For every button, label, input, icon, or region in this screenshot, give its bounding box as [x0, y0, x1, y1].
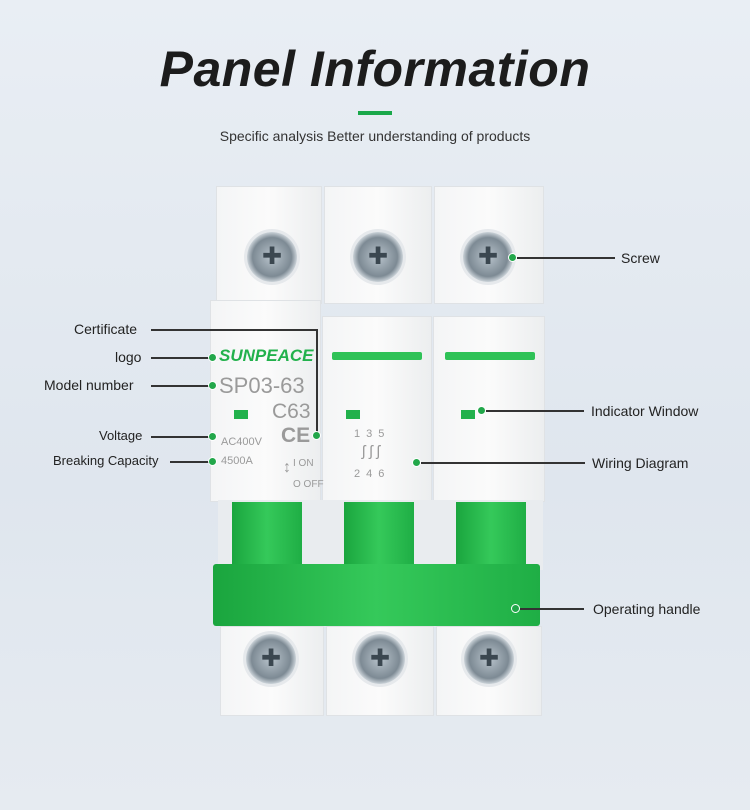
terminal: 1	[354, 428, 367, 440]
screw-icon	[353, 232, 403, 282]
wiring-diagram-icon: ʃʃʃ	[362, 443, 384, 460]
terminal: 2	[354, 468, 367, 480]
label-breaking: Breaking Capacity	[53, 453, 159, 468]
subtitle: Specific analysis Better understanding o…	[219, 128, 531, 144]
callout-dot	[312, 431, 321, 440]
callout-dot	[208, 432, 217, 441]
indicator-window	[461, 410, 475, 419]
label-certificate: Certificate	[74, 321, 138, 337]
indicator-window	[234, 410, 248, 419]
toggle[interactable]	[344, 502, 414, 568]
callout-line	[170, 461, 212, 463]
face-module-1	[210, 300, 321, 502]
on-label: I ON	[293, 458, 314, 469]
terminal: 6	[378, 468, 391, 480]
callout-dot	[508, 253, 517, 262]
on-off-arrow-icon: ↕	[283, 459, 291, 476]
green-strip	[445, 352, 535, 360]
screw-icon	[463, 232, 513, 282]
label-wiring: Wiring Diagram	[592, 455, 689, 471]
toggle[interactable]	[456, 502, 526, 568]
wiring-top: 135	[354, 428, 390, 440]
screw-icon	[464, 634, 514, 684]
face-module-3	[433, 316, 545, 502]
callout-line	[520, 608, 584, 610]
operating-handle[interactable]	[213, 564, 540, 626]
off-label: O OFF	[293, 479, 324, 490]
screw-icon	[247, 232, 297, 282]
callout-dot	[208, 381, 217, 390]
label-indicator: Indicator Window	[591, 403, 699, 419]
callout-line	[486, 410, 584, 412]
screw-icon	[246, 634, 296, 684]
callout-dot	[477, 406, 486, 415]
wiring-bottom: 246	[354, 468, 390, 480]
callout-line	[421, 462, 585, 464]
page-title: Panel Information	[159, 41, 591, 97]
toggle[interactable]	[232, 502, 302, 568]
title-underline	[358, 111, 392, 115]
callout-line	[151, 357, 211, 359]
label-logo: logo	[115, 349, 142, 365]
callout-dot	[208, 353, 217, 362]
brand-logo: SUNPEACE	[219, 346, 314, 365]
callout-line	[151, 385, 211, 387]
screw-icon	[355, 634, 405, 684]
terminal: 4	[366, 468, 379, 480]
callout-line	[517, 257, 615, 259]
label-handle: Operating handle	[593, 601, 701, 617]
callout-dot	[208, 457, 217, 466]
terminal: 3	[366, 428, 379, 440]
indicator-window	[346, 410, 360, 419]
label-voltage: Voltage	[99, 428, 143, 443]
label-model: Model number	[44, 377, 134, 393]
callout-line	[151, 329, 317, 331]
breaking-text: 4500A	[221, 455, 253, 467]
callout-line	[151, 436, 211, 438]
face-module-2	[322, 316, 432, 502]
rating: C63	[272, 400, 311, 423]
terminal: 5	[378, 428, 391, 440]
callout-dot	[511, 604, 520, 613]
voltage-text: AC400V	[221, 436, 262, 448]
label-screw: Screw	[621, 250, 660, 266]
callout-line	[316, 329, 318, 433]
model-number: SP03-63	[219, 373, 305, 398]
ce-mark: CE	[281, 424, 311, 447]
green-strip	[332, 352, 422, 360]
callout-dot	[412, 458, 421, 467]
